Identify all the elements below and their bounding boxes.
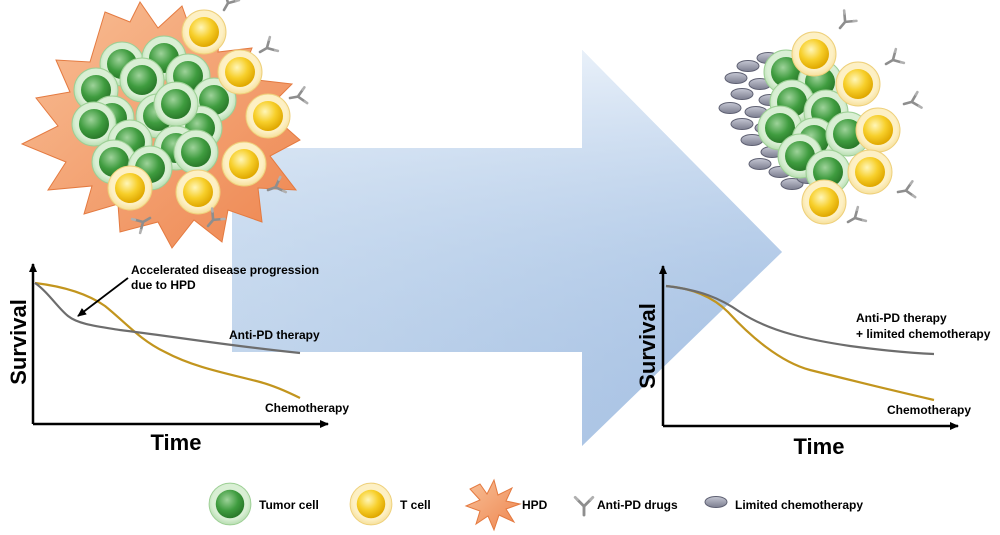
legend-anti-pd: Anti-PD drugs — [573, 495, 678, 517]
left-chemo-label: Chemotherapy — [265, 401, 349, 415]
legend-hpd-label: HPD — [522, 498, 548, 512]
right-tumor-cluster — [718, 9, 923, 231]
legend-antipd-label: Anti-PD drugs — [597, 498, 678, 512]
legend-limited-chemo: Limited chemotherapy — [704, 496, 863, 512]
legend-t-cell: T cell — [349, 482, 431, 526]
legend-chemo-label: Limited chemotherapy — [735, 498, 863, 512]
right-y-label: Survival — [635, 303, 660, 389]
right-x-label: Time — [794, 434, 845, 459]
left-chemo-curve — [34, 281, 301, 399]
tumor-cell-icon — [208, 482, 252, 526]
legend: Tumor cell T cell HPD Anti-PD drugs Limi… — [208, 478, 863, 532]
left-antipd-curve — [34, 282, 301, 355]
t-cell-icon — [349, 482, 393, 526]
legend-tumor-cell: Tumor cell — [208, 482, 319, 526]
right-antipd-curve — [665, 284, 935, 356]
antibody-icon — [573, 495, 595, 517]
left-y-label: Survival — [6, 299, 31, 385]
right-antipd-label-2: + limited chemotherapy — [856, 327, 991, 341]
legend-tcell-label: T cell — [400, 498, 431, 512]
right-survival-chart: Anti-PD therapy + limited chemotherapy C… — [635, 265, 991, 459]
right-antipd-label-1: Anti-PD therapy — [856, 311, 947, 325]
left-x-label: Time — [151, 430, 202, 455]
left-antipd-label: Anti-PD therapy — [229, 328, 320, 342]
annotation-arrow — [77, 277, 129, 317]
legend-hpd: HPD — [464, 478, 548, 532]
hpd-burst-icon — [464, 478, 522, 532]
annotation-line1: Accelerated disease progression — [131, 263, 319, 277]
left-survival-chart: Accelerated disease progression due to H… — [6, 263, 349, 455]
right-chemo-label: Chemotherapy — [887, 403, 971, 417]
right-chemo-curve — [665, 284, 935, 402]
transition-arrow — [232, 50, 782, 446]
legend-tumor-label: Tumor cell — [259, 498, 319, 512]
chemo-pill-icon — [704, 496, 728, 508]
annotation-line2: due to HPD — [131, 278, 196, 292]
left-tumor-cluster — [20, 0, 309, 249]
